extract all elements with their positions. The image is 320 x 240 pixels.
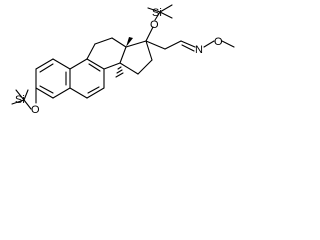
structure-svg: Si O Si O N O [11,4,235,116]
atom-o-top: O [150,19,159,31]
ring-b [69,58,105,99]
angular-methyl [126,37,133,47]
atom-o-oxime: O [214,36,223,48]
atom-o-left: O [31,104,40,116]
chemical-structure-diagram: Si O Si O N O [0,0,241,131]
ring-c [86,37,127,70]
top-tms-group [145,4,173,42]
stereo-hash-junction [115,66,124,78]
atom-si-left: Si [15,94,25,106]
ring-d [119,40,153,75]
ring-a [35,58,71,99]
atom-si-top: Si [152,7,162,19]
oxime-side-chain [145,40,235,52]
left-tms-group [11,87,37,110]
atom-n-oxime: N [195,44,203,56]
